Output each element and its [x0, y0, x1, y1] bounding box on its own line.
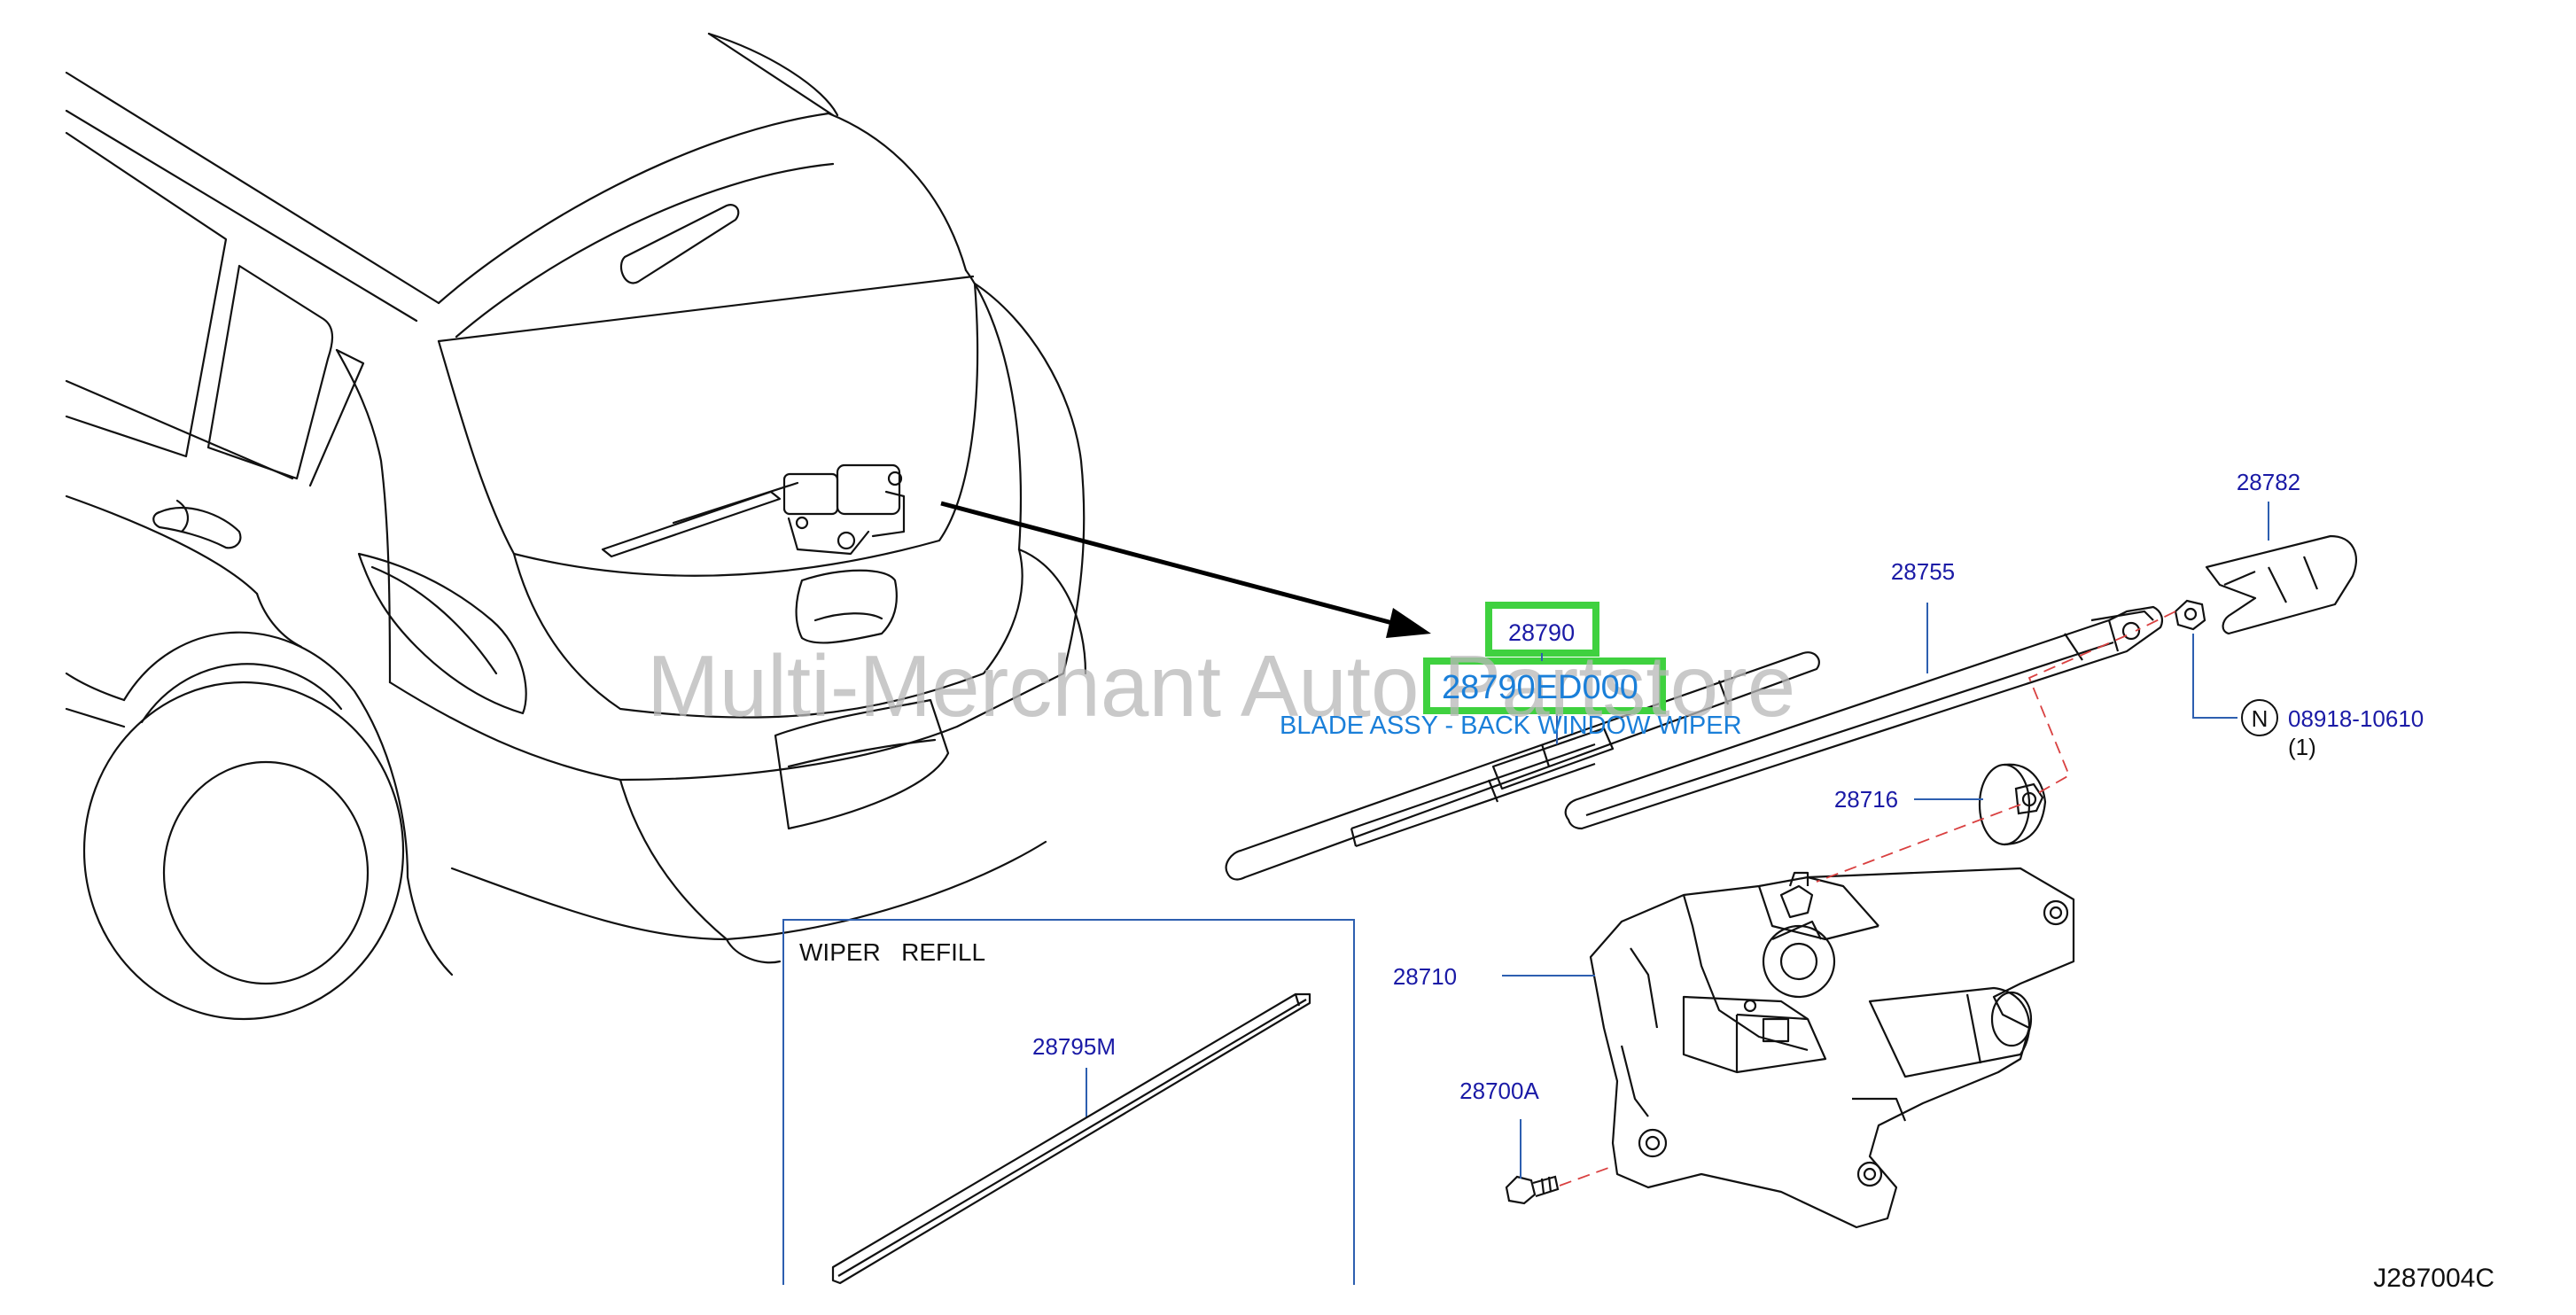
leader-lines: [1086, 502, 2269, 1179]
wiper-motor-drawing: [1589, 867, 2075, 1229]
nut-drawing: [2174, 599, 2206, 631]
arm-cap-drawing: [2205, 534, 2357, 635]
oem-number-highlight-box: [1423, 658, 1666, 714]
callout-28710[interactable]: 28710: [1393, 963, 1457, 990]
nut-symbol: N: [2252, 705, 2269, 732]
part-description-label: BLADE ASSY - BACK WINDOW WIPER: [1280, 712, 1742, 740]
part-number-label[interactable]: 28790: [1508, 619, 1575, 646]
callout-08918-10610[interactable]: 08918-10610: [2288, 705, 2424, 732]
callout-28782[interactable]: 28782: [2237, 469, 2300, 495]
pivot-cap-drawing: [1978, 763, 2047, 846]
oem-number-label[interactable]: 28790ED000: [1442, 669, 1638, 706]
wiper-refill-panel: [782, 919, 1355, 1285]
assembly-dashed-lines: [1559, 611, 2176, 1187]
wiper-blade-drawing: [1225, 651, 1820, 881]
refill-title: WIPER REFILL: [799, 938, 985, 966]
nut-symbol-circle: [2241, 699, 2278, 736]
wiper-arm-drawing: [1564, 605, 2163, 830]
callout-28716[interactable]: 28716: [1834, 786, 1898, 813]
watermark-layer: Multi-Merchant Auto Partstore: [647, 637, 1795, 735]
bolt-drawing: [1505, 1175, 1560, 1205]
nut-quantity: (1): [2288, 734, 2316, 760]
diagram-code: J287004C: [2373, 1264, 2494, 1293]
callout-28700a[interactable]: 28700A: [1459, 1078, 1539, 1104]
nut-callout[interactable]: N 08918-10610 (1): [2241, 699, 2424, 760]
callout-28755[interactable]: 28755: [1891, 558, 1955, 585]
callout-28795m[interactable]: 28795M: [1032, 1033, 1116, 1060]
car-illustration: [65, 32, 1087, 1021]
watermark: Multi-Merchant Auto Partstore: [647, 637, 1795, 735]
pointer-arrow: [940, 501, 1431, 638]
